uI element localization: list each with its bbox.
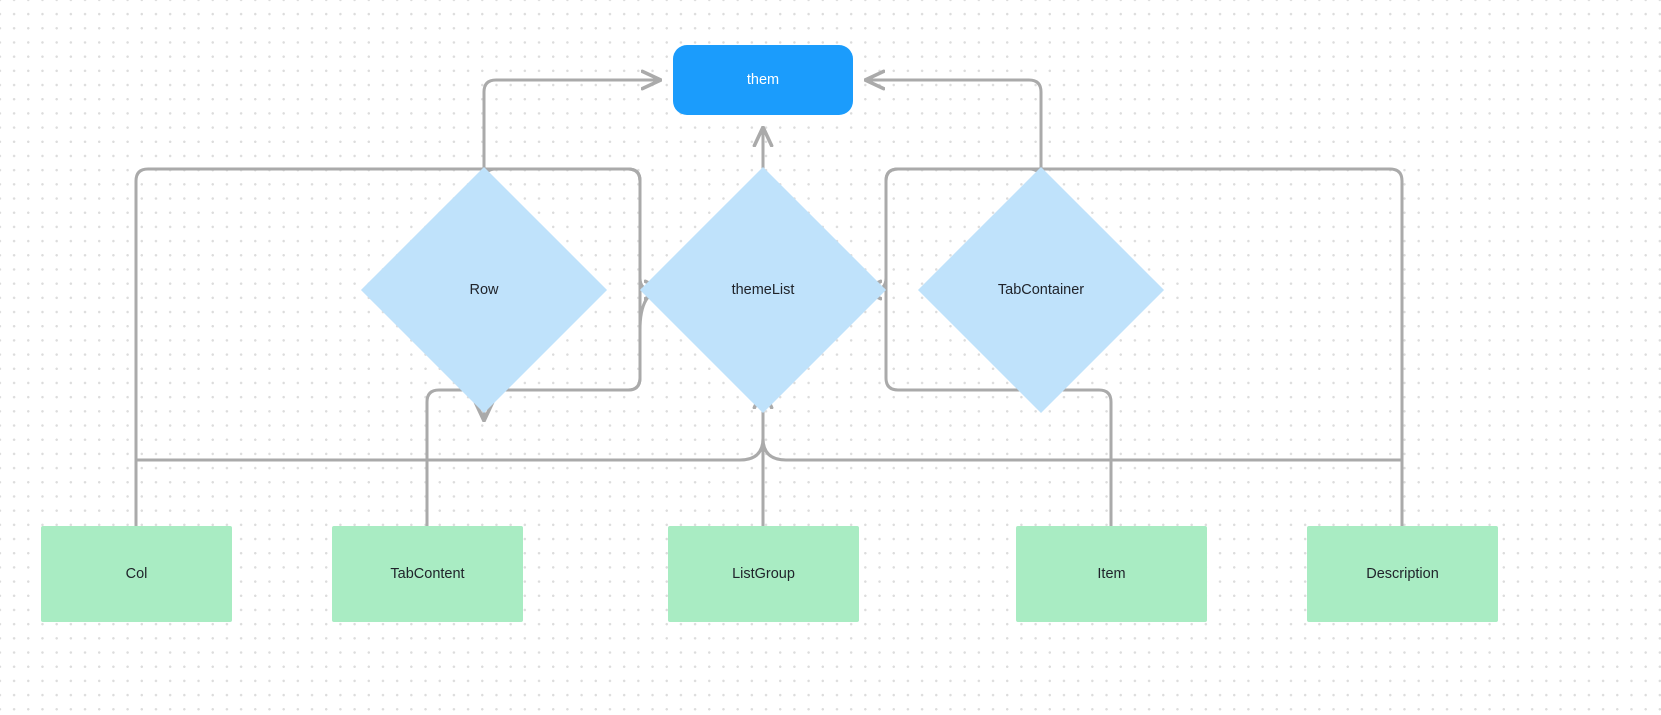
node-description[interactable]: Description — [1307, 526, 1498, 622]
edge-row-to-them — [482, 80, 660, 203]
node-row-label: Row — [469, 282, 499, 298]
node-listgroup[interactable]: ListGroup — [668, 526, 859, 622]
node-col[interactable]: Col — [41, 526, 232, 622]
node-tabcontainer[interactable]: TabContainer — [917, 166, 1165, 414]
node-description-label: Description — [1366, 566, 1439, 582]
node-them-label: them — [746, 72, 780, 88]
node-item-label: Item — [1097, 566, 1126, 582]
node-listgroup-label: ListGroup — [732, 566, 795, 582]
node-themelist-label: themeList — [731, 282, 795, 298]
edge-item-to-tabcontainer — [884, 167, 1113, 526]
edge-merge-rail-left — [136, 390, 765, 462]
edge-description-to-row — [898, 167, 1404, 526]
node-themelist[interactable]: themeList — [639, 166, 887, 414]
node-tabcontent[interactable]: TabContent — [332, 526, 523, 622]
node-them[interactable]: them — [673, 45, 853, 115]
node-row[interactable]: Row — [360, 166, 608, 414]
node-col-label: Col — [125, 566, 148, 582]
edge-tabcontainer-to-them — [866, 80, 1043, 203]
node-tabcontainer-label: TabContainer — [997, 282, 1085, 298]
edge-tabcontent-to-themelist — [425, 167, 642, 526]
node-item[interactable]: Item — [1016, 526, 1207, 622]
node-tabcontent-label: TabContent — [390, 566, 465, 582]
edge-merge-rail-right — [761, 437, 1402, 462]
